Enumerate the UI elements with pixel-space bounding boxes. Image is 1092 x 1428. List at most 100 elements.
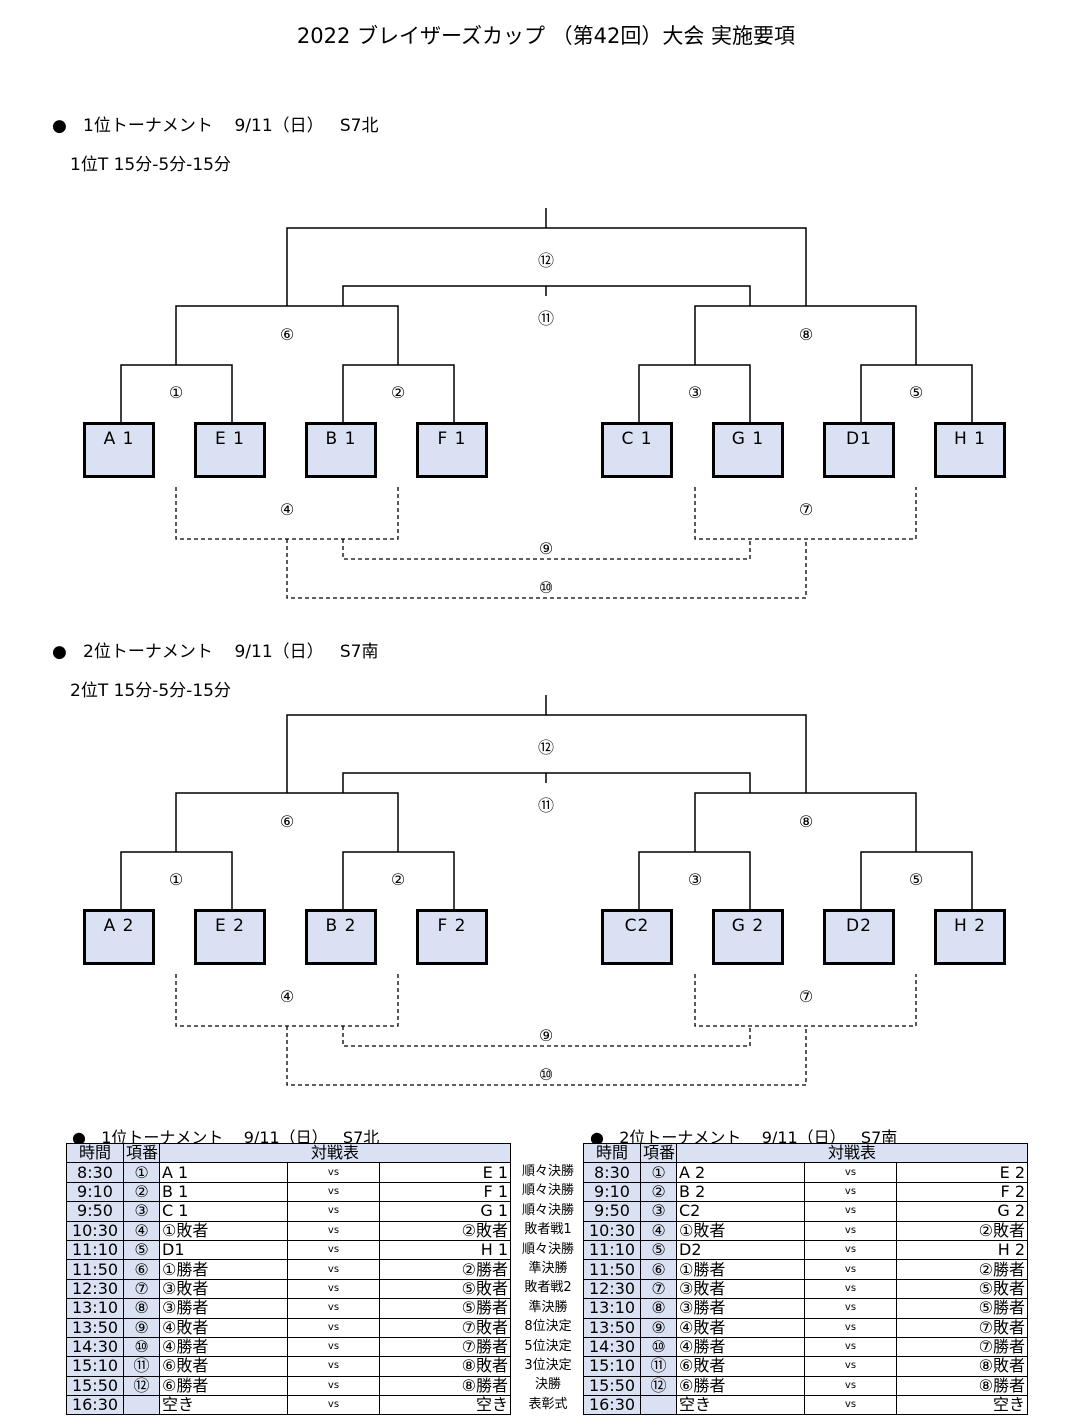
match-label: ⑥ xyxy=(272,812,302,831)
cell-vs: vs xyxy=(804,1375,897,1397)
cell-vs: vs xyxy=(804,1162,897,1183)
match-label: ⑧ xyxy=(791,325,821,344)
team-box: H 2 xyxy=(934,909,1006,965)
cell-no xyxy=(640,1395,677,1416)
cell-b: ⑦敗者 xyxy=(379,1317,511,1338)
match-label: ⑩ xyxy=(531,578,561,597)
match-label: ⑤ xyxy=(901,870,931,889)
bracket-lines xyxy=(120,695,973,1086)
match-label: ② xyxy=(383,870,413,889)
cell-b: ⑤勝者 xyxy=(896,1298,1028,1319)
cell-vs: vs xyxy=(287,1375,380,1397)
cell-time: 13:50 xyxy=(66,1317,124,1338)
cell-time: 10:30 xyxy=(66,1220,124,1241)
cell-vs: vs xyxy=(287,1278,380,1300)
stage-label: 順々決勝 xyxy=(521,1241,574,1257)
stage-label: 敗者戦1 xyxy=(524,1222,572,1238)
cell-a: ④敗者 xyxy=(159,1317,288,1338)
schedule-header-row: 時間項番対戦表 xyxy=(583,1142,1028,1164)
cell-time: 15:50 xyxy=(66,1375,124,1397)
cell-a: ①敗者 xyxy=(159,1220,288,1241)
team-box: F 1 xyxy=(416,422,488,478)
cell-vs: vs xyxy=(804,1278,897,1300)
cell-time: 15:50 xyxy=(583,1375,641,1397)
stage-label: 順々決勝 xyxy=(521,1164,574,1179)
cell-no: ⑤ xyxy=(123,1239,160,1261)
cell-b: E 2 xyxy=(896,1162,1028,1183)
cell-a: ①勝者 xyxy=(676,1259,805,1280)
cell-a: 空き xyxy=(676,1395,805,1416)
cell-b: ⑧勝者 xyxy=(379,1375,511,1397)
match-label: ④ xyxy=(272,987,302,1006)
cell-vs: vs xyxy=(287,1298,380,1319)
cell-no: ② xyxy=(123,1181,160,1203)
page-title: 2022 ブレイザーズカップ （第42回）大会 実施要項 xyxy=(296,24,796,48)
team-box: G 1 xyxy=(712,422,784,478)
cell-no: ① xyxy=(640,1162,677,1183)
cell-time: 11:10 xyxy=(66,1239,124,1261)
match-label: ⑪ xyxy=(531,305,561,329)
team-box: E 1 xyxy=(194,422,266,478)
schedule-header-cell: 時間 xyxy=(66,1142,124,1164)
cell-b: 空き xyxy=(896,1395,1028,1416)
team-box: B 1 xyxy=(305,422,377,478)
cell-no: ⑪ xyxy=(640,1356,677,1377)
cell-time: 15:10 xyxy=(583,1356,641,1377)
stage-label: 8位決定 xyxy=(524,1319,572,1335)
cell-b: ⑧敗者 xyxy=(379,1356,511,1377)
team-box: A 1 xyxy=(83,422,155,478)
tournament2-format: 2位T 15分-5分-15分 xyxy=(70,681,231,701)
cell-time: 10:30 xyxy=(583,1220,641,1241)
cell-a: D1 xyxy=(159,1239,288,1261)
cell-vs: vs xyxy=(287,1336,380,1358)
cell-time: 9:10 xyxy=(583,1181,641,1203)
team-box: C2 xyxy=(601,909,673,965)
match-label: ⑫ xyxy=(531,734,561,758)
cell-b: F 2 xyxy=(896,1181,1028,1203)
cell-a: A 1 xyxy=(159,1162,288,1183)
cell-a: 空き xyxy=(159,1395,288,1416)
cell-time: 11:50 xyxy=(66,1259,124,1280)
cell-vs: vs xyxy=(287,1181,380,1203)
cell-b: ②勝者 xyxy=(896,1259,1028,1280)
cell-b: E 1 xyxy=(379,1162,511,1183)
cell-no: ⑤ xyxy=(640,1239,677,1261)
match-label: ④ xyxy=(272,500,302,519)
cell-vs: vs xyxy=(804,1201,897,1222)
cell-no xyxy=(123,1395,160,1416)
cell-no: ② xyxy=(640,1181,677,1203)
match-label: ⑦ xyxy=(791,500,821,519)
cell-no: ⑨ xyxy=(640,1317,677,1338)
tournament1-format: 1位T 15分-5分-15分 xyxy=(70,155,231,175)
cell-vs: vs xyxy=(287,1220,380,1241)
team-box: B 2 xyxy=(305,909,377,965)
cell-b: G 1 xyxy=(379,1201,511,1222)
cell-b: ②勝者 xyxy=(379,1259,511,1280)
cell-time: 8:30 xyxy=(583,1162,641,1183)
cell-b: ②敗者 xyxy=(379,1220,511,1241)
cell-b: H 1 xyxy=(379,1239,511,1261)
stage-label: 準決勝 xyxy=(528,1299,568,1315)
cell-a: ④敗者 xyxy=(676,1317,805,1338)
cell-no: ⑫ xyxy=(123,1375,160,1397)
cell-no: ③ xyxy=(640,1201,677,1222)
cell-a: ①敗者 xyxy=(676,1220,805,1241)
cell-a: ⑥勝者 xyxy=(676,1375,805,1397)
cell-a: B 2 xyxy=(676,1181,805,1203)
cell-vs: vs xyxy=(804,1336,897,1358)
cell-no: ⑪ xyxy=(123,1356,160,1377)
schedule-right-title: ● 2位トーナメント 9/11（日） S7南 xyxy=(590,1128,898,1147)
bracket-line-match-7 xyxy=(694,974,917,1027)
schedule-header-cell: 対戦表 xyxy=(676,1142,1028,1164)
